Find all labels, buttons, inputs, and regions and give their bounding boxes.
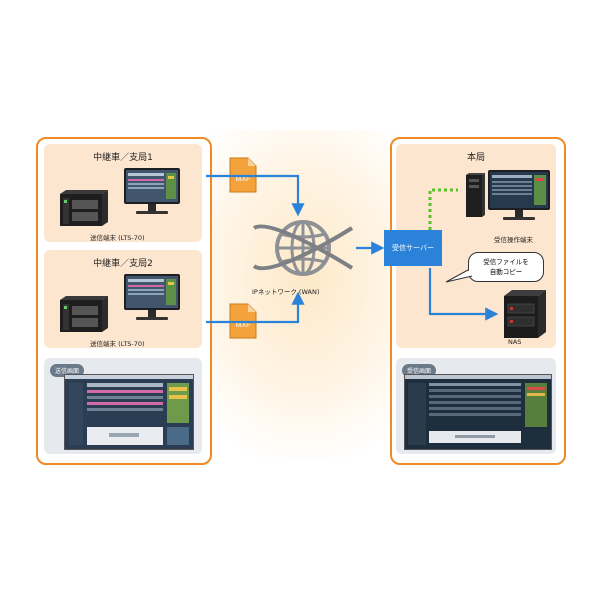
callout-line-1: 受信ファイルを — [483, 258, 529, 266]
mxf-file-label: MXF — [236, 322, 251, 329]
relay2-caption: 送信端末 (LTS-70) — [90, 340, 145, 348]
relay1-caption: 送信端末 (LTS-70) — [90, 234, 145, 242]
network-globe-icon — [250, 208, 356, 288]
transmit-terminal-icon — [56, 188, 110, 232]
relay1-box: 中継車／支局1 送信端末 (LTS-70) — [44, 144, 202, 242]
receive-screen-tag: 受信画面 — [402, 364, 437, 377]
transmit-screen-tag: 送信画面 — [50, 364, 85, 377]
transmit-terminal-icon — [56, 294, 110, 338]
mxf-file-label: MXF — [236, 176, 251, 183]
mxf-file-icon: MXF — [228, 302, 258, 340]
receive-screen-panel: 受信画面 — [396, 358, 556, 454]
receive-server-label: 受信サーバー — [392, 244, 434, 252]
headquarters-title: 本局 — [466, 153, 485, 163]
network-label: IPネットワーク (WAN) — [252, 288, 320, 296]
receive-terminal-tower-icon — [462, 173, 486, 221]
relay1-title: 中継車／支局1 — [93, 153, 153, 163]
relay2-box: 中継車／支局2 送信端末 (LTS-70) — [44, 250, 202, 348]
receive-terminal-caption: 受信操作端末 — [494, 236, 533, 244]
nas-icon — [498, 290, 548, 342]
transmit-screen-thumbnail — [64, 374, 194, 450]
relay2-title: 中継車／支局2 — [93, 259, 153, 269]
transmit-screen-panel: 送信画面 — [44, 358, 202, 454]
nas-caption: NAS — [508, 338, 522, 346]
mxf-file-icon: MXF — [228, 156, 258, 194]
receive-screen-thumbnail — [404, 374, 552, 450]
receive-server-box: 受信サーバー — [384, 230, 442, 266]
auto-copy-callout: 受信ファイルを 自動コピー — [468, 252, 544, 282]
callout-line-2: 自動コピー — [489, 268, 523, 276]
